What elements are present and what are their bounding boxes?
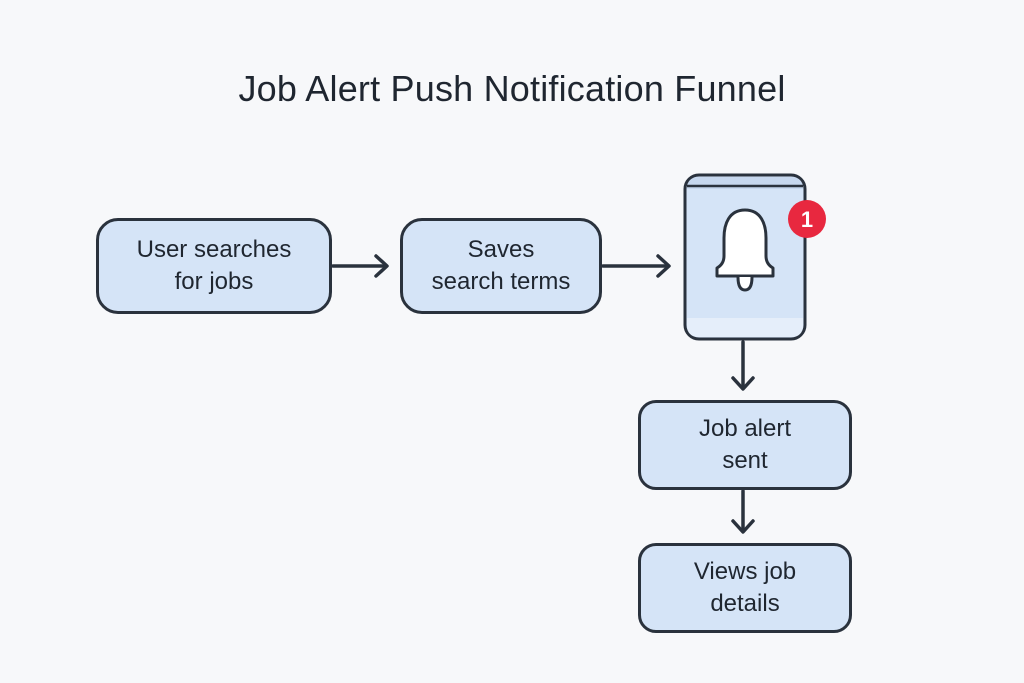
step-user-searches: User searches for jobs bbox=[96, 218, 332, 314]
diagram-title: Job Alert Push Notification Funnel bbox=[238, 68, 786, 109]
phone-notification: 1 bbox=[682, 172, 832, 342]
arrow-phone-to-step3 bbox=[731, 340, 755, 391]
phone-icon bbox=[683, 173, 807, 341]
step-views-job-details: Views job details bbox=[638, 543, 852, 633]
notification-badge: 1 bbox=[788, 200, 826, 238]
bell-icon bbox=[715, 208, 775, 292]
arrow-step3-to-step4 bbox=[731, 489, 755, 534]
badge-count: 1 bbox=[801, 207, 813, 232]
arrow-step1-to-step2 bbox=[331, 254, 389, 278]
step-saves-search-terms: Saves search terms bbox=[400, 218, 602, 314]
arrow-step2-to-phone bbox=[601, 254, 671, 278]
step-job-alert-sent: Job alert sent bbox=[638, 400, 852, 490]
